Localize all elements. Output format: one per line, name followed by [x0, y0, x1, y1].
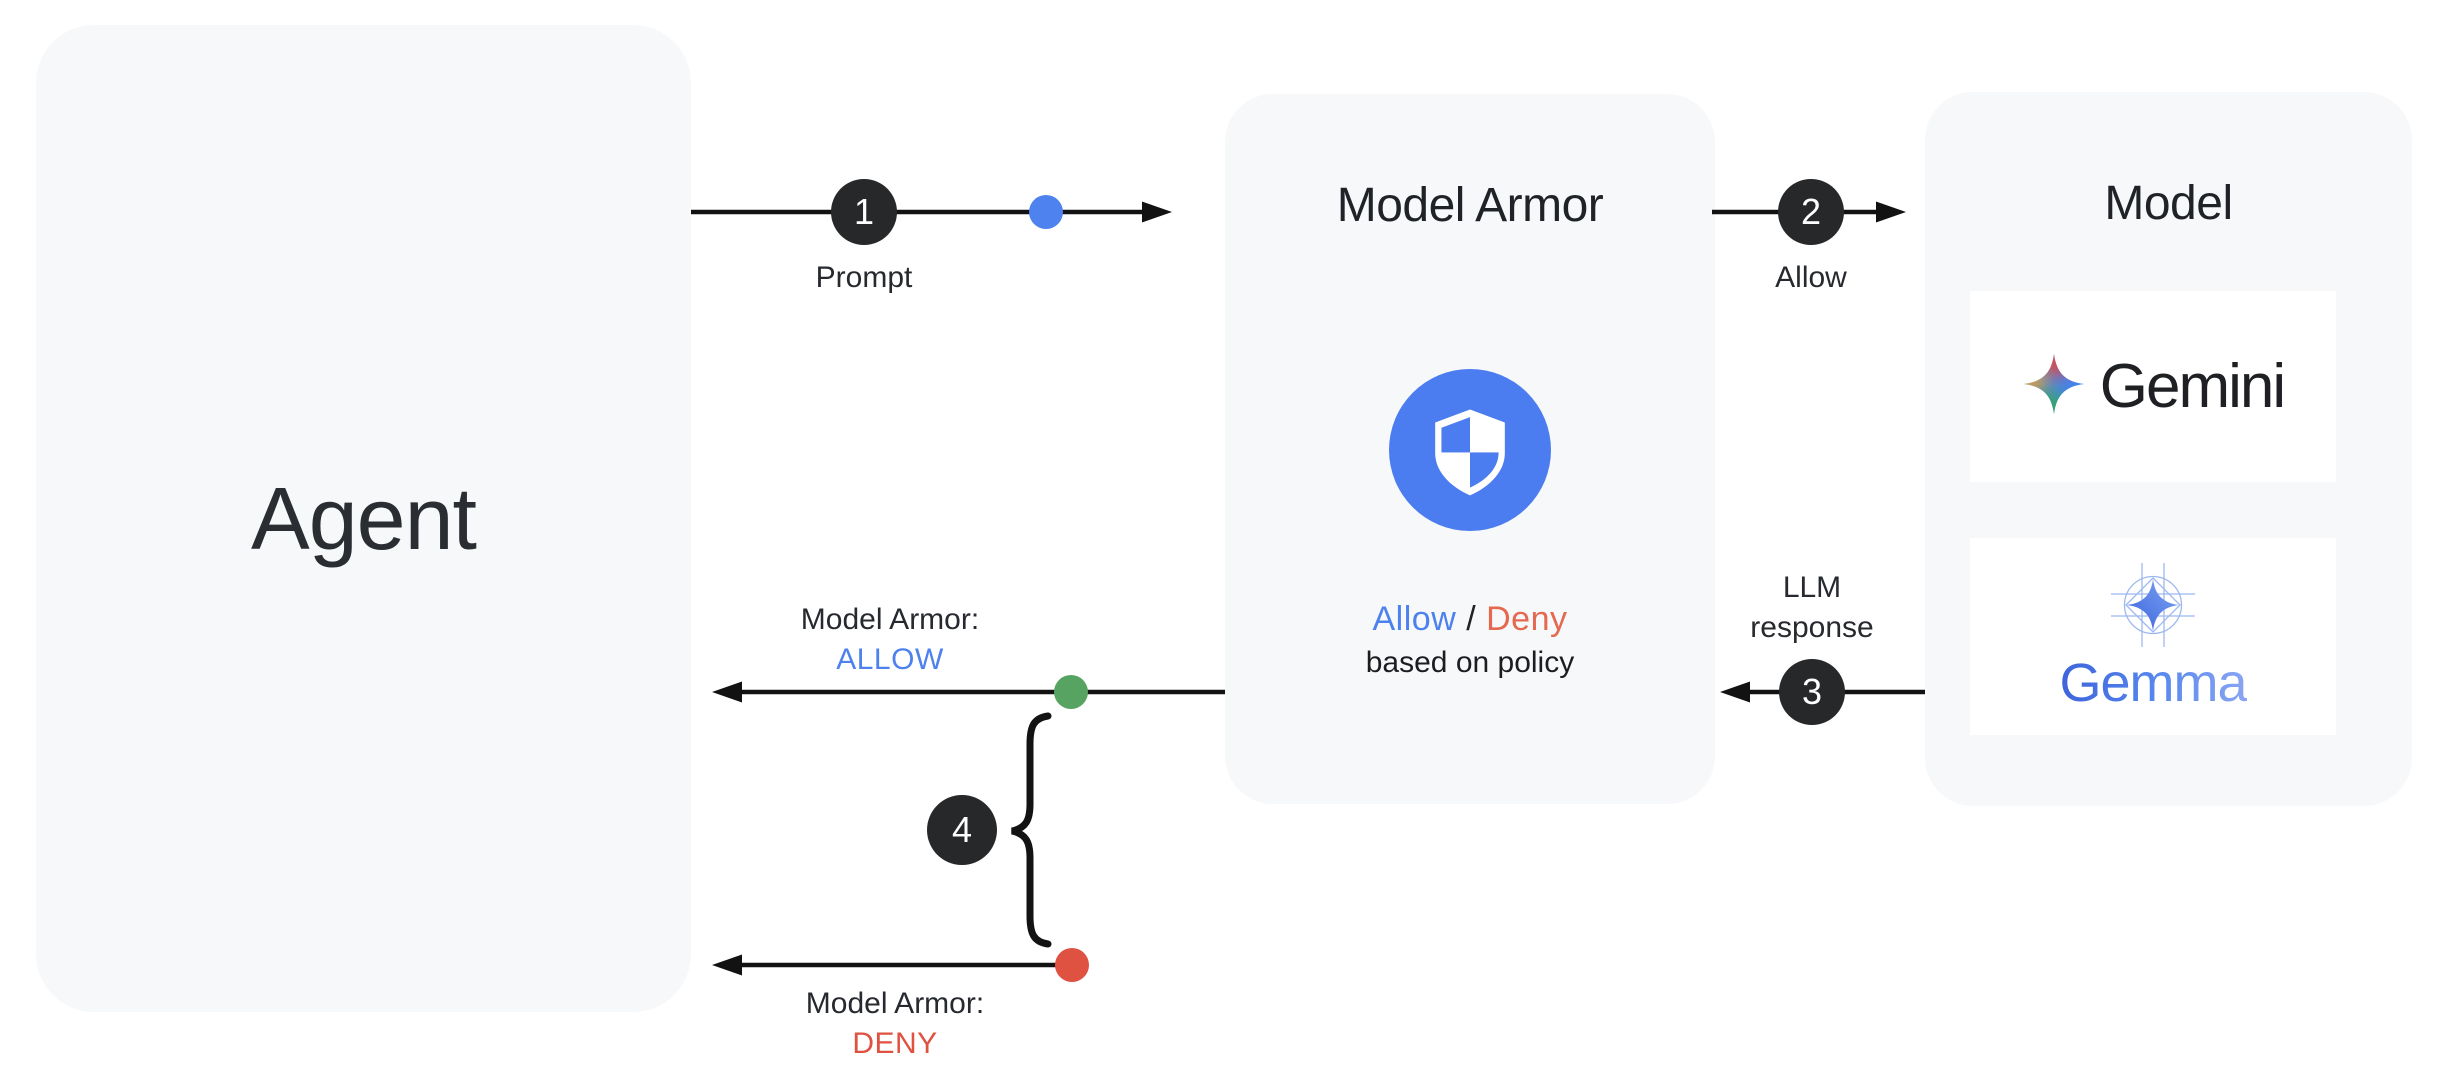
- green-dot: [1054, 675, 1088, 709]
- return-allow-status: ALLOW: [836, 643, 944, 676]
- step-circle-1: 1: [831, 179, 897, 245]
- gemma-sparkle-icon: [2107, 559, 2199, 656]
- return-deny-status: DENY: [852, 1027, 938, 1060]
- model-title: Model: [2104, 177, 2233, 230]
- step-number-4: 4: [951, 809, 973, 850]
- llm-response-label: LLM response: [1672, 568, 1952, 648]
- step-circle-2: 2: [1778, 179, 1844, 245]
- gemini-wordmark: Gemini: [2099, 352, 2286, 421]
- return-allow-prefix: Model Armor:: [800, 603, 980, 636]
- agent-title: Agent: [251, 468, 477, 568]
- arrowhead-allow: [1876, 201, 1906, 223]
- step-number-2: 2: [1800, 191, 1822, 232]
- deny-text: Deny: [1486, 600, 1568, 638]
- step-circle-3: 3: [1779, 659, 1845, 725]
- arrowhead-armor-allow: [712, 681, 742, 703]
- allow-step-label: Allow: [1775, 261, 1847, 294]
- model-box: Model: [1925, 92, 2412, 806]
- shield-icon: [1389, 369, 1551, 531]
- arrowhead-prompt: [1142, 201, 1172, 223]
- return-deny-label: Model Armor: DENY: [725, 984, 1065, 1064]
- step-number-3: 3: [1801, 671, 1823, 712]
- allow-deny-line: Allow / Deny: [1225, 600, 1715, 639]
- allow-text: Allow: [1372, 600, 1457, 638]
- gemini-star-icon: [2022, 350, 2086, 423]
- gemma-wordmark: Gemma: [2059, 653, 2247, 713]
- blue-dot: [1029, 195, 1063, 229]
- llm-response-line2: response: [1750, 611, 1874, 644]
- brace-icon: [1011, 712, 1052, 948]
- step-number-1: 1: [853, 191, 875, 232]
- llm-response-line1: LLM: [1782, 571, 1842, 604]
- policy-subtitle: based on policy: [1365, 646, 1575, 679]
- agent-box: Agent: [36, 25, 691, 1012]
- gemini-card: Gemini: [1970, 291, 2336, 482]
- return-deny-prefix: Model Armor:: [805, 987, 985, 1020]
- slash-text: /: [1466, 600, 1477, 638]
- model-armor-title: Model Armor: [1336, 179, 1604, 232]
- step-circle-4: 4: [927, 795, 997, 865]
- red-dot: [1055, 948, 1089, 982]
- gemma-card: Gemma: [1970, 538, 2336, 735]
- arrowhead-llm: [1720, 681, 1750, 703]
- return-allow-label: Model Armor: ALLOW: [720, 600, 1060, 680]
- prompt-label: Prompt: [815, 261, 913, 294]
- arrowhead-armor-deny: [712, 954, 742, 976]
- model-armor-box: Model Armor Allow / Deny based on: [1225, 94, 1715, 804]
